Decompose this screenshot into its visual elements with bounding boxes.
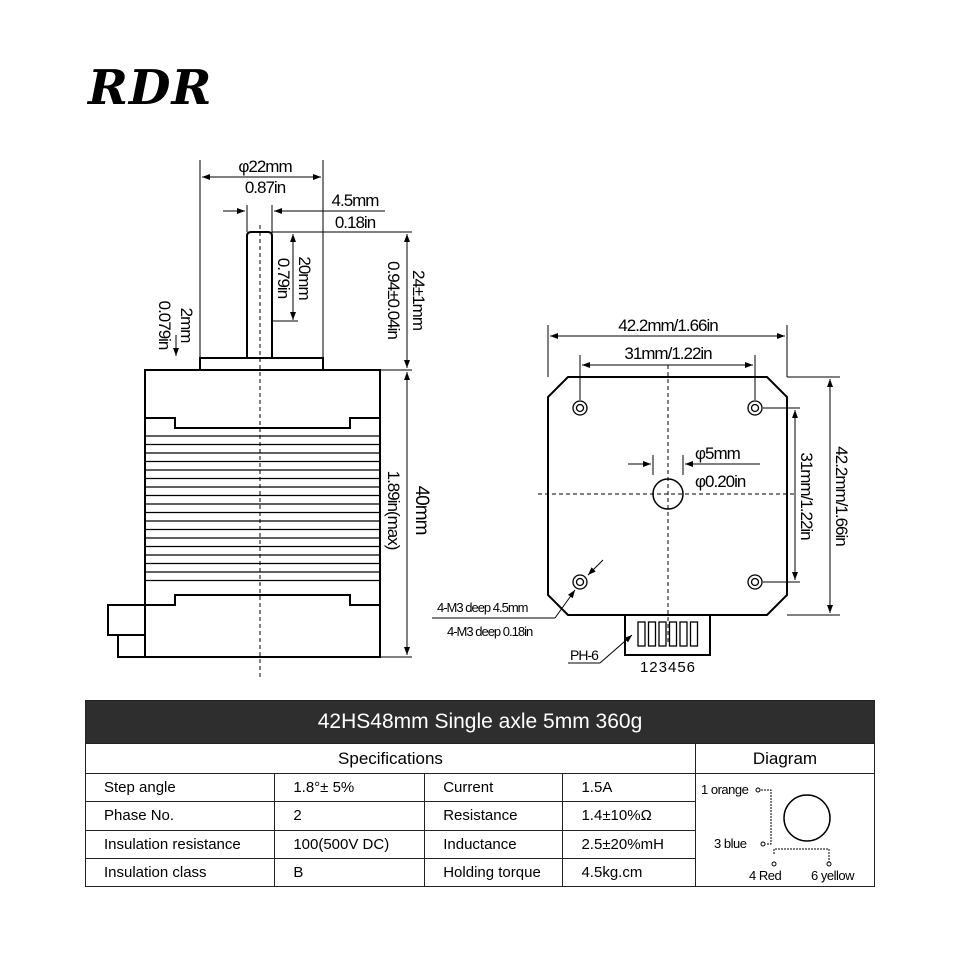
wire-6-label: 6 yellow xyxy=(811,868,855,883)
table-row: Step angle 1.8°± 5% Current 1.5A 1 orang… xyxy=(84,772,876,887)
shaft-len-label: 24±1mm xyxy=(409,270,428,331)
spec-table: 42HS48mm Single axle 5mm 360g Specificat… xyxy=(84,700,876,888)
shaft-label: φ5mm xyxy=(695,444,741,463)
hole-spacing-v-label: 31mm/1.22in xyxy=(797,452,816,540)
pin-numbers: 123456 xyxy=(640,659,696,676)
cell: 1.4±10%Ω xyxy=(562,801,696,831)
cell: Inductance xyxy=(424,829,564,859)
cell: 4.5kg.cm xyxy=(562,857,696,888)
wire-1-label: 1 orange xyxy=(701,782,749,797)
connector-pin xyxy=(637,621,646,647)
flat-len-label: 20mm xyxy=(295,256,314,300)
wiring-diagram: 1 orange 3 blue 4 Red 6 yellow xyxy=(694,773,876,887)
cell: 2.5±20%mH xyxy=(562,829,696,859)
shaft-dia-label: 4.5mm xyxy=(332,191,380,210)
connector-pin xyxy=(647,621,657,647)
cell: 1.5A xyxy=(562,772,696,803)
cell: Insulation resistance xyxy=(84,829,276,859)
cell: 100(500V DC) xyxy=(274,829,426,859)
cell: Step angle xyxy=(84,772,276,803)
cell: 1.8°± 5% xyxy=(274,772,426,803)
flange-dia-label: φ22mm xyxy=(238,157,292,176)
side-view xyxy=(107,160,412,680)
logo: RDR xyxy=(88,60,213,116)
hole-spacing-label: 31mm/1.22in xyxy=(624,344,712,363)
front-view xyxy=(432,325,840,664)
flange-dia-in-label: 0.87in xyxy=(245,178,286,197)
cell: 2 xyxy=(274,801,426,831)
spec-header: Specifications xyxy=(85,743,696,774)
cell: B xyxy=(274,857,426,888)
flange-h-label: 2mm xyxy=(177,308,196,344)
cell: Insulation class xyxy=(84,857,276,888)
width-label: 42.2mm/1.66in xyxy=(618,316,718,335)
shaft-len-in-label: 0.94±0.04in xyxy=(384,261,403,339)
body-len-in-label: 1.89in(max) xyxy=(384,471,403,550)
connector-pin xyxy=(689,621,699,647)
flat-len-in-label: 0.79in xyxy=(274,258,293,299)
height-label: 42.2mm/1.66in xyxy=(832,446,851,546)
table-title: 42HS48mm Single axle 5mm 360g xyxy=(85,700,875,744)
shaft-dia-in-label: 0.18in xyxy=(335,213,376,232)
motor-drawing: φ22mm 0.87in 4.5mm 0.18in 20mm 0.79in 24… xyxy=(107,157,851,680)
cell: Phase No. xyxy=(84,801,276,831)
cell: Current xyxy=(424,772,564,803)
holes-mm-label: 4-M3 deep 4.5mm xyxy=(437,600,528,615)
diagram-header: Diagram xyxy=(694,743,876,774)
shaft-in-label: φ0.20in xyxy=(695,472,746,491)
connector-pin xyxy=(668,621,678,647)
wire-4-label: 4 Red xyxy=(749,868,781,883)
connector-pin xyxy=(679,621,688,647)
connector-pin xyxy=(658,621,667,647)
cell: Holding torque xyxy=(424,857,564,888)
wire-3-label: 3 blue xyxy=(714,836,747,851)
holes-in-label: 4-M3 deep 0.18in xyxy=(447,624,533,639)
body-len-label: 40mm xyxy=(411,486,432,535)
flange-h-in-label: 0.079in xyxy=(155,301,174,350)
connector-label: PH-6 xyxy=(570,647,599,663)
cell: Resistance xyxy=(424,801,564,831)
